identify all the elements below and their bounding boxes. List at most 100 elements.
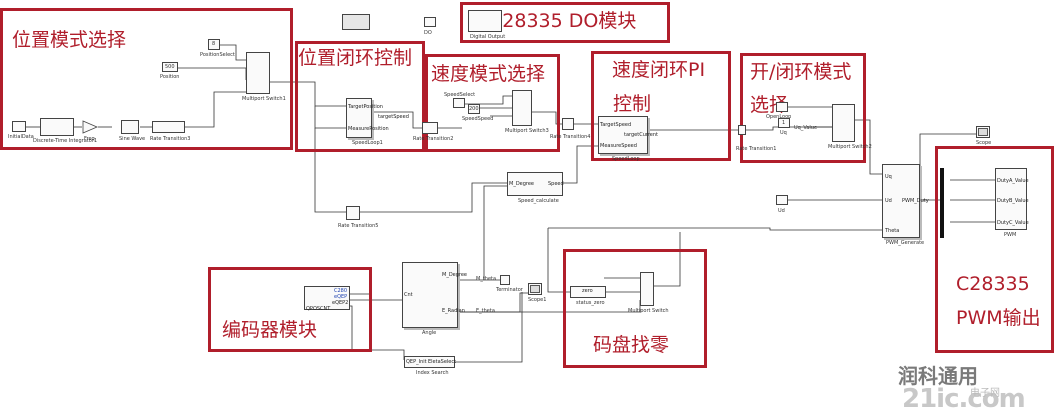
label-position-loop: 位置闭环控制: [298, 47, 413, 69]
rate-transition4-label: Rate Transition4: [550, 134, 591, 140]
target-speed-in-port: TargetSpeed: [600, 122, 632, 128]
label-position-mode: 位置模式选择: [12, 29, 127, 51]
position-const-block[interactable]: [162, 62, 178, 72]
speed-loop1-block[interactable]: [346, 98, 372, 138]
qposcnt-out: QPOSCNT: [306, 306, 331, 312]
rate-transition5-label: Rate Transition5: [338, 223, 379, 229]
target-icon-block[interactable]: [342, 14, 370, 30]
position-select-label: PositionSelect: [200, 52, 235, 58]
watermark-logo-cn: 电子网: [970, 388, 1000, 399]
speed-loop1-label: SpeedLoop1: [352, 140, 383, 146]
qep-init-port: QEP_Init: [406, 359, 427, 365]
label-pwm-1: C28335: [956, 273, 1030, 295]
open-loop-block[interactable]: [776, 102, 788, 112]
multiport-switch3-block[interactable]: [512, 90, 532, 126]
scope-label: Scope: [976, 140, 992, 146]
sine-wave-label: Sine Wave: [119, 136, 146, 142]
region-zero-find: [563, 249, 707, 368]
speed-speed-label: SpeedSpeed: [462, 116, 494, 122]
speed-loop-label: SpeedLoop: [612, 156, 640, 162]
speed-loop-block[interactable]: [598, 116, 648, 154]
do-const-block[interactable]: [424, 17, 436, 27]
target-position-port: TargetPosition: [348, 104, 383, 110]
digital-output-block[interactable]: [468, 10, 502, 32]
target-speed-out-port: targetSpeed: [378, 114, 409, 120]
speed-select-label: SpeedSelect: [444, 92, 476, 98]
duty-c-port: DutyC_Value: [997, 220, 1029, 226]
watermark-logo: 21ic.com: [902, 384, 1026, 414]
uq-value-label: Uq_Value: [794, 125, 818, 131]
pwm-input-ud: Ud: [885, 198, 892, 204]
angle-m-degree-port: M_Degree: [442, 272, 468, 278]
sine-wave-block[interactable]: [121, 120, 139, 134]
freq-gain-block[interactable]: [82, 120, 98, 134]
rate-transition1-label: Rate Transition1: [736, 146, 777, 152]
duty-a-port: DutyA_Value: [997, 178, 1029, 184]
freq-label: Freq: [84, 136, 95, 142]
speed-const-block[interactable]: [468, 104, 480, 114]
pwm-duty-port: PWM_Duty: [902, 198, 929, 204]
region-do-module: [460, 2, 670, 43]
m-theta-label: M_theta: [476, 276, 497, 282]
position-label: Position: [160, 74, 180, 80]
do-const-label: DO: [424, 30, 432, 36]
digital-output-label: Digital Output: [470, 34, 506, 40]
region-encoder: [208, 267, 372, 352]
status-zero-label: status_zero: [576, 300, 605, 306]
uq-const-value: 1: [782, 120, 786, 126]
region-position-loop: [295, 41, 425, 152]
label-do-module: C28335 DO模块: [489, 10, 637, 32]
index-search-block[interactable]: [404, 356, 455, 368]
eqep-block[interactable]: [304, 286, 350, 310]
position-select-block[interactable]: [208, 39, 220, 50]
pwm-input-uq: Uq: [885, 174, 892, 180]
multiport-switch4-label: Multiport Switch: [628, 308, 669, 314]
region-open-close: [740, 53, 866, 163]
multiport-switch2-label: Multiport Switch2: [828, 144, 872, 150]
multiport-switch1-block[interactable]: [246, 52, 270, 94]
zero-block[interactable]: [570, 286, 606, 298]
duty-b-port: DutyB_Value: [997, 198, 1029, 204]
pwm-generate-block[interactable]: [882, 164, 920, 238]
scope1-label: Scope1: [528, 297, 547, 303]
speed-select-block[interactable]: [453, 98, 465, 108]
multiport-switch2-block[interactable]: [832, 104, 855, 142]
label-speed-loop-1: 速度闭环PI: [612, 59, 706, 81]
scope-screen-icon: [978, 128, 988, 136]
angle-e-radian-port: E_Radian: [442, 308, 465, 314]
initial-data-block[interactable]: [12, 121, 26, 132]
rate-transition5-block[interactable]: [346, 206, 360, 220]
rate-transition4-block[interactable]: [562, 118, 574, 130]
speed-calculate-label: Speed_calculate: [518, 198, 559, 204]
region-speed-mode: [425, 54, 560, 152]
measure-position-port: MeasurePosition: [348, 126, 389, 132]
eleta-select-port: EletaSelect: [428, 359, 457, 365]
initial-data-label: InitialData: [8, 134, 34, 140]
multiport-switch4-block[interactable]: [640, 272, 654, 306]
eqep-tag: C280 eQEP: [334, 288, 348, 300]
multiport-switch3-label: Multiport Switch3: [505, 128, 549, 134]
label-zero-find: 码盘找零: [593, 334, 670, 356]
angle-block[interactable]: [402, 262, 458, 328]
terminator-block[interactable]: [500, 275, 510, 285]
label-speed-mode: 速度模式选择: [431, 63, 546, 85]
pwm-label: PWM: [1004, 232, 1017, 238]
rate-transition2-label: Rate Transition2: [413, 136, 454, 142]
watermark-text: 润科通用: [898, 364, 978, 388]
uq-const-block[interactable]: [778, 118, 790, 128]
label-open-close-1: 开/闭环模式: [750, 61, 852, 83]
integrator-block[interactable]: [40, 118, 74, 136]
pwm-block[interactable]: [995, 168, 1027, 230]
label-speed-loop-2: 控制: [613, 93, 652, 115]
speed-calculate-block[interactable]: [507, 172, 563, 196]
zero-value: zero: [582, 288, 593, 294]
speed-const-value: 200: [469, 106, 479, 112]
ud-const-block[interactable]: [776, 195, 788, 205]
rate-transition1-block[interactable]: [738, 125, 746, 135]
eqep-out: eQEP2: [332, 300, 349, 306]
integrator-label: Discrete-Time Integrator1: [33, 138, 98, 144]
scope1-screen-icon: [530, 285, 540, 293]
label-pwm-2: PWM输出: [956, 307, 1041, 329]
rate-transition2-block[interactable]: [422, 122, 438, 134]
rate-transition3-block[interactable]: [152, 121, 185, 133]
